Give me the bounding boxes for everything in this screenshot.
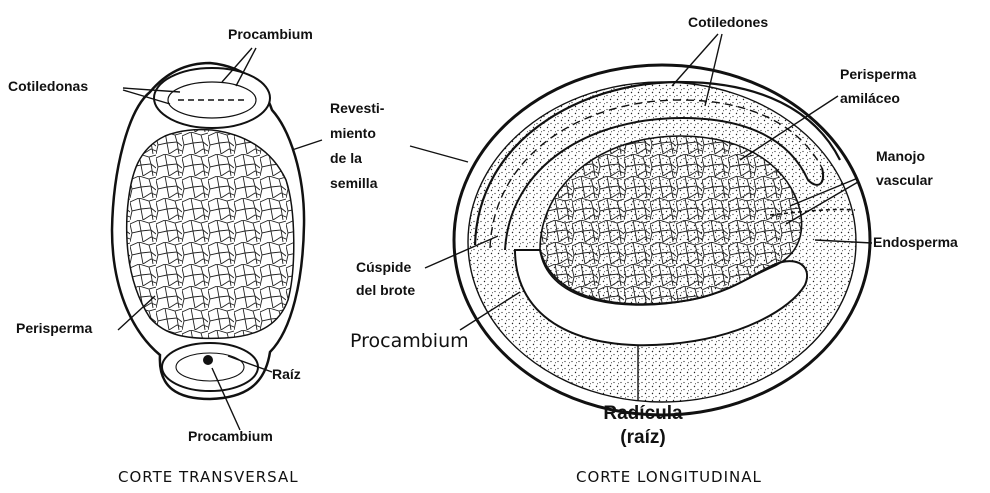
caption-transversal: CORTE TRANSVERSAL [118, 468, 299, 486]
label-procambium-top: Procambium [228, 26, 313, 43]
label-manojo-vascular: Manojo vascular [876, 144, 933, 192]
label-revestimiento-line4: semilla [330, 171, 384, 196]
label-cotiledones: Cotiledones [688, 14, 768, 31]
label-perisperma-line1: Perisperma [840, 62, 916, 86]
label-endosperma: Endosperma [873, 234, 958, 251]
label-perisperma-amilaceo: Perisperma amiláceo [840, 62, 916, 110]
caption-longitudinal: CORTE LONGITUDINAL [576, 468, 762, 486]
label-procambium-longitudinal: Procambium [350, 330, 469, 352]
label-cuspide-line1: Cúspide [356, 256, 415, 279]
label-perisperma: Perisperma [16, 320, 92, 337]
label-cotiledonas: Cotiledonas [8, 78, 88, 95]
label-cuspide-line2: del brote [356, 279, 415, 302]
longitudinal-section [410, 34, 872, 415]
transversal-root-procambium [203, 355, 213, 365]
label-procambium-bottom: Procambium [188, 428, 273, 445]
label-cuspide-del-brote: Cúspide del brote [356, 256, 415, 302]
label-radicula: Radícula (raíz) [578, 402, 708, 450]
label-perisperma-line2: amiláceo [840, 86, 916, 110]
label-revestimiento-line1: Revesti- [330, 96, 384, 121]
transversal-perisperm [127, 130, 294, 339]
label-radicula-line2: (raíz) [578, 426, 708, 450]
label-manojo-line2: vascular [876, 168, 933, 192]
label-raiz: Raíz [272, 366, 301, 383]
label-radicula-line1: Radícula [578, 402, 708, 426]
label-revestimiento-line3: de la [330, 146, 384, 171]
label-revestimiento-line2: miento [330, 121, 384, 146]
label-manojo-line1: Manojo [876, 144, 933, 168]
label-revestimiento: Revesti- miento de la semilla [330, 96, 384, 196]
transversal-cotyledons [154, 68, 270, 128]
